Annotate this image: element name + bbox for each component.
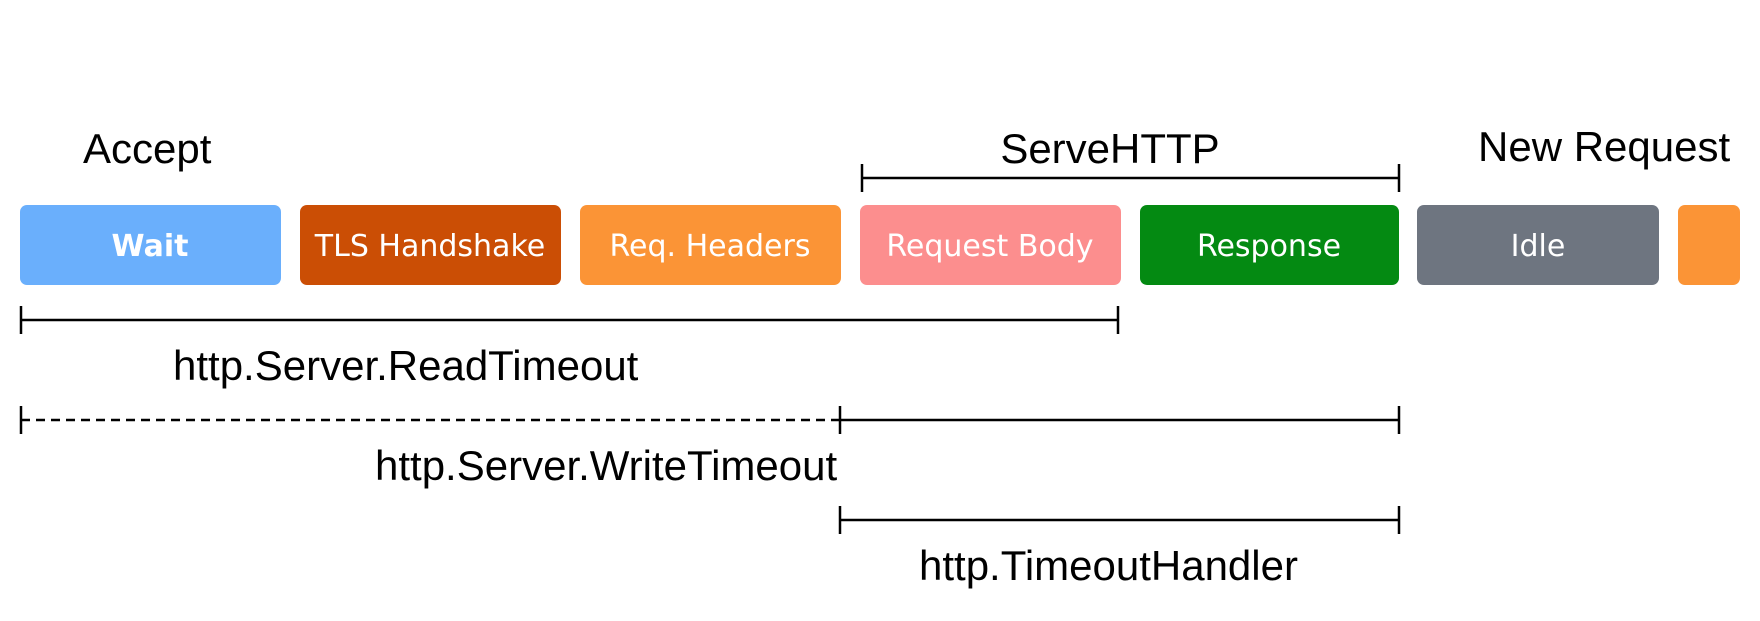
timeout-handler-bracket [838, 506, 1401, 534]
stage-request-body: Request Body [860, 205, 1121, 285]
stage-label-idle: Idle [1511, 229, 1566, 264]
stage-label-request-body: Request Body [886, 229, 1093, 264]
read-timeout-label: http.Server.ReadTimeout [173, 342, 639, 389]
phase-label-accept: Accept [83, 125, 212, 172]
read-timeout-bracket [19, 306, 1120, 334]
stage-box-req-headers [580, 205, 841, 285]
stage-wait: Wait [20, 205, 281, 285]
stage-label-tls-handshake: TLS Handshake [314, 229, 545, 264]
stage-box-request-body [860, 205, 1121, 285]
stage-box-wait [20, 205, 281, 285]
stage-tls-handshake: TLS Handshake [300, 205, 561, 285]
stage-label-wait: Wait [112, 229, 189, 264]
stage-box-tls-handshake [300, 205, 561, 285]
phase-label-new-request: New Request [1478, 123, 1730, 170]
stage-box-next-headers [1678, 205, 1740, 285]
stage-box-idle [1417, 205, 1659, 285]
stage-req-headers: Req. Headers [580, 205, 841, 285]
stage-label-req-headers: Req. Headers [610, 229, 811, 264]
write-timeout-bracket [19, 406, 1401, 434]
stage-response: Response [1140, 205, 1399, 285]
servehttp-bracket [860, 164, 1401, 192]
timeout-handler-label: http.TimeoutHandler [919, 542, 1298, 589]
stage-label-response: Response [1197, 229, 1341, 264]
phase-label-servehttp: ServeHTTP [1000, 125, 1219, 172]
stage-next-headers [1678, 205, 1740, 285]
stage-idle: Idle [1417, 205, 1659, 285]
write-timeout-label: http.Server.WriteTimeout [375, 442, 837, 489]
stage-box-response [1140, 205, 1399, 285]
